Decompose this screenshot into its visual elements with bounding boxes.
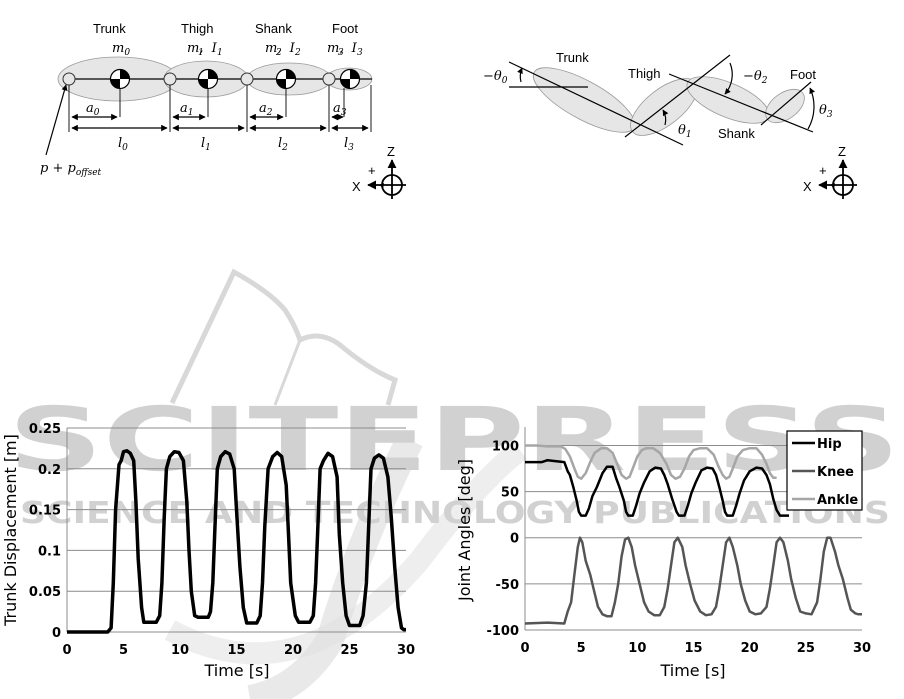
label-m2-sub: 2	[275, 48, 282, 58]
x-tick-label: 30	[853, 641, 871, 656]
y-axis-label: Joint Angles [deg]	[455, 459, 474, 602]
series-layer	[67, 449, 406, 634]
label-m3-sub: 3	[338, 48, 344, 58]
com-thigh-icon	[197, 68, 219, 90]
series-layer	[524, 444, 862, 625]
axis-x-label: X	[352, 179, 361, 194]
x-tick-label: 10	[628, 641, 646, 656]
label-a3: a3	[333, 101, 347, 118]
label-theta1: θ1	[678, 123, 692, 140]
label-trunk-angle: Trunk	[556, 50, 589, 65]
com-shank-icon	[275, 68, 297, 90]
label-l0: l0	[118, 136, 128, 153]
y-tick-label: 0.05	[29, 585, 61, 600]
label-a0: a0	[86, 101, 100, 118]
y-tick-label: -50	[496, 578, 520, 593]
label-shank-angle: Shank	[718, 126, 755, 141]
x-tick-label: 20	[284, 643, 302, 658]
label-m0: m0	[112, 41, 130, 58]
label-I2-sub: 2	[294, 48, 301, 58]
label-l3: l3	[344, 136, 354, 153]
tick-labels: -100 -50 0 50 100 0 5 10 15 20 25 30	[486, 439, 871, 656]
label-theta0: −θ0	[483, 69, 508, 86]
label-l1: l1	[201, 136, 211, 153]
watermark-spine	[273, 339, 302, 406]
label-m1-sub: 1	[198, 48, 204, 58]
label-trunk: Trunk	[93, 21, 126, 36]
label-params-thigh: m, I	[187, 41, 218, 56]
y-tick-label: 0.1	[38, 544, 61, 559]
x-tick-label: 15	[684, 641, 702, 656]
axes	[524, 427, 862, 631]
watermark-title: SCITEPRESS	[8, 388, 900, 491]
label-origin: p + poffset	[40, 161, 102, 178]
x-tick-label: 0	[520, 641, 529, 656]
x-tick-label: 5	[577, 641, 586, 656]
chart-legend: Hip Knee Ankle	[786, 430, 863, 511]
label-foot: Foot	[332, 21, 358, 36]
axis-z-label: Z	[387, 144, 395, 159]
legend-label-knee: Knee	[817, 465, 854, 480]
y-tick-label: 0.15	[29, 504, 61, 519]
axes	[66, 428, 406, 633]
series-line-trunk-displacement	[67, 449, 406, 634]
rotation-plus-label-right: +	[819, 163, 827, 178]
y-axis-label: Trunk Displacement [m]	[1, 434, 20, 627]
label-params-shank: m, I	[265, 41, 296, 56]
label-I3-sub: 3	[357, 48, 363, 58]
grid-lines	[67, 427, 406, 592]
x-tick-label: 15	[227, 643, 245, 658]
axis-z-label-right: Z	[838, 144, 846, 159]
x-tick-label: 25	[797, 641, 815, 656]
rotation-plus-label: +	[368, 163, 376, 178]
label-foot-angle: Foot	[790, 67, 816, 82]
label-theta3: θ3	[819, 103, 833, 120]
watermark-swoosh	[247, 433, 423, 699]
axis-x-label-right: X	[803, 179, 812, 194]
tick-labels: 0 0.05 0.1 0.15 0.2 0.25 0 5 10 15 20 25 30	[29, 422, 415, 658]
x-tick-label: 25	[340, 643, 358, 658]
series-line-knee	[524, 536, 862, 625]
series-line-hip	[525, 458, 789, 517]
x-tick-label: 5	[119, 643, 128, 658]
x-axis-label: Time [s]	[659, 661, 725, 680]
coordinate-frame-icon-right: Z X +	[803, 144, 857, 199]
y-tick-label: 100	[492, 439, 519, 454]
y-tick-label: -100	[486, 624, 519, 639]
y-tick-label: 0	[52, 626, 61, 641]
origin-pointer-arrow	[45, 84, 68, 156]
watermark-logo: SCITEPRESS SCIENCE AND TECHNOLOGY PUBLIC…	[8, 268, 900, 699]
label-params-foot: m, I	[327, 41, 358, 56]
com-foot-icon	[339, 68, 361, 90]
series-line-ankle	[525, 444, 777, 480]
x-tick-label: 30	[397, 643, 415, 658]
label-I1-sub: 1	[217, 48, 223, 58]
coordinate-frame-icon: Z X +	[352, 144, 406, 199]
label-theta2: −θ2	[743, 69, 768, 86]
y-tick-label: 0.25	[29, 422, 61, 437]
label-shank: Shank	[255, 21, 292, 36]
legend-label-ankle: Ankle	[817, 493, 858, 508]
x-tick-label: 0	[62, 643, 71, 658]
angle-reference-lines	[508, 54, 815, 146]
label-l2: l2	[278, 136, 288, 153]
x-tick-label: 20	[741, 641, 759, 656]
watermark-swoosh-2	[164, 441, 527, 665]
label-thigh: Thigh	[181, 21, 214, 36]
label-a2: a2	[259, 101, 273, 118]
y-tick-label: 0.2	[38, 463, 61, 478]
label-thigh-angle: Thigh	[628, 66, 661, 81]
legend-label-hip: Hip	[817, 437, 842, 452]
x-tick-label: 10	[171, 643, 189, 658]
y-tick-label: 50	[501, 486, 519, 501]
dimension-arrows	[71, 113, 369, 132]
dimension-lines	[68, 85, 372, 132]
x-axis-label: Time [s]	[203, 661, 269, 680]
label-a1: a1	[180, 101, 194, 118]
y-tick-label: 0	[510, 532, 519, 547]
